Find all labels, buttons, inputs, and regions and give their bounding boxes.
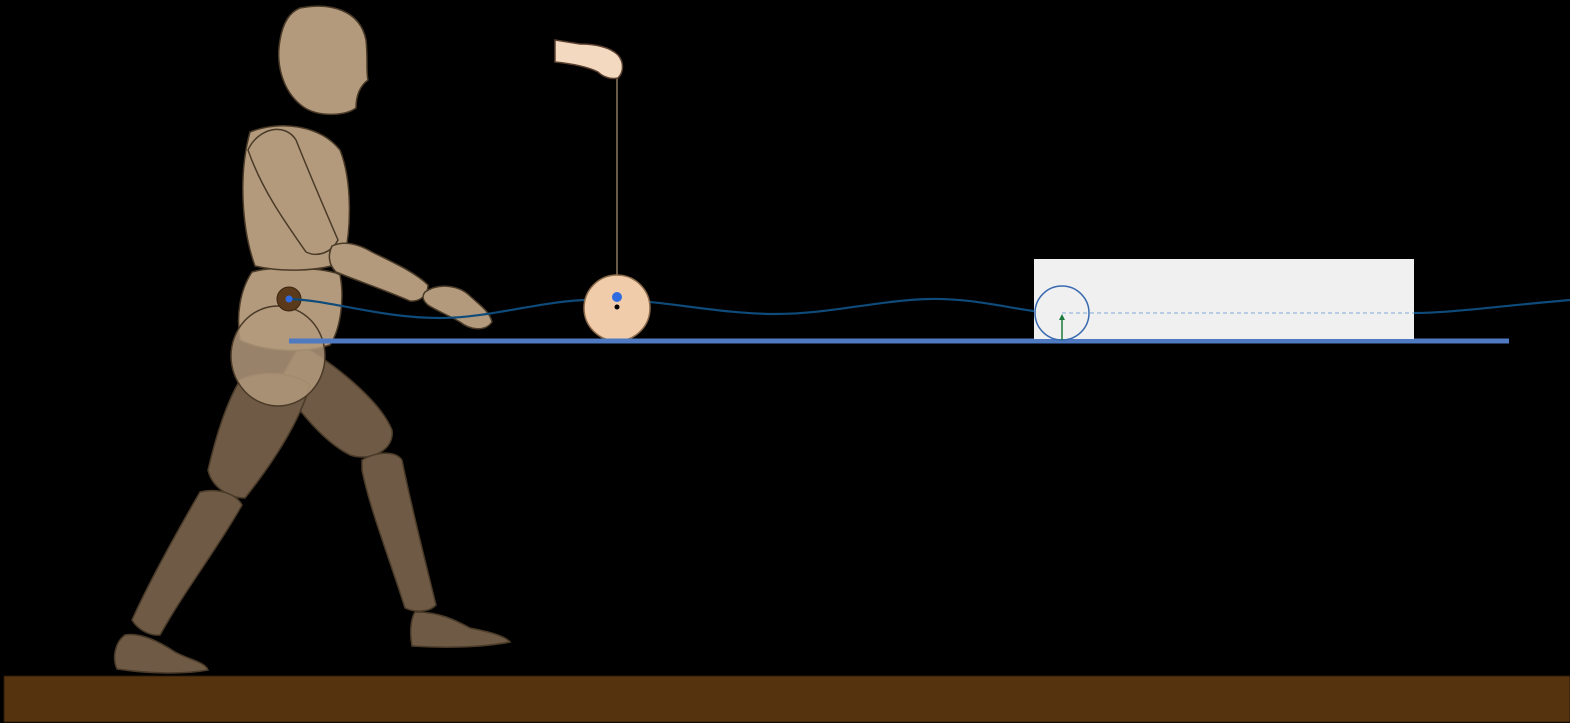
- probe-arrow-head: [1059, 314, 1065, 320]
- wave-control-dot[interactable]: [612, 292, 622, 302]
- string-end-window: [1034, 259, 1414, 339]
- wheel-pivot-dot: [614, 304, 620, 310]
- mannequin-head: [278, 5, 369, 116]
- mannequin-far-foot: [410, 611, 512, 648]
- mannequin-hip-ball: [230, 305, 326, 407]
- puppeteer-hand: [554, 39, 624, 80]
- string-start-dot: [285, 295, 293, 303]
- mannequin-near-shin: [131, 489, 243, 636]
- mannequin-upper-arm: [247, 128, 339, 256]
- mannequin-near-foot: [113, 633, 210, 674]
- mannequin-far-shin: [361, 452, 437, 612]
- mannequin-figure: [113, 5, 512, 674]
- ground-floor: [3, 675, 1570, 723]
- mannequin-hand: [422, 285, 493, 330]
